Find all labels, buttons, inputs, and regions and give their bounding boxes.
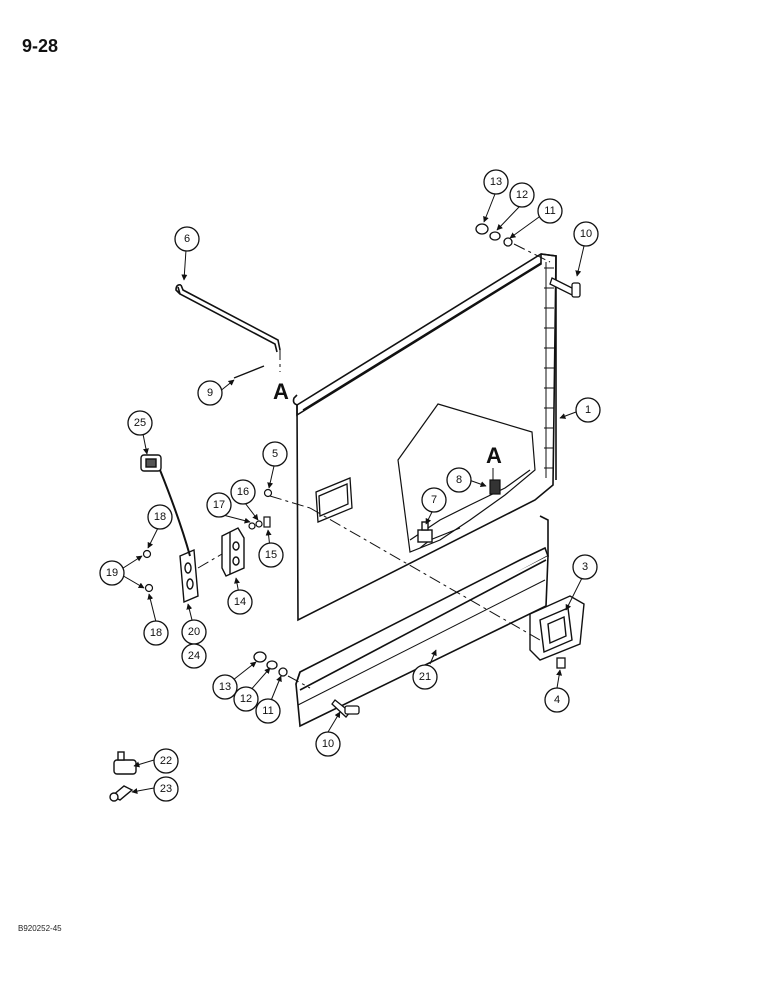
callout-8 — [446, 467, 472, 493]
callout-label: 21 — [419, 671, 431, 683]
callout-17 — [206, 492, 232, 518]
callout-label: 13 — [219, 681, 231, 693]
callout-24 — [181, 643, 207, 669]
callout-label: 23 — [160, 783, 172, 795]
callout-label: 11 — [262, 705, 273, 717]
callout-label: 6 — [184, 233, 190, 245]
callout-11-lower — [255, 698, 281, 724]
bottom-channel — [295, 515, 549, 728]
striker — [489, 479, 501, 495]
callout-label: 12 — [240, 693, 252, 705]
callout-label: 7 — [431, 494, 437, 506]
small-hardware — [142, 488, 273, 593]
cable — [159, 469, 191, 557]
callout-4 — [544, 687, 570, 713]
callout-label: 25 — [134, 417, 146, 429]
callout-label: 17 — [213, 499, 225, 511]
bolt — [233, 365, 265, 379]
latch-assembly — [417, 521, 433, 543]
callout-label: 14 — [234, 596, 246, 608]
callout-label: 5 — [272, 448, 278, 460]
callout-19 — [99, 560, 125, 586]
callout-label: 18 — [150, 627, 162, 639]
callout-14 — [227, 589, 253, 615]
latch-plate — [179, 548, 199, 604]
hinge-strip — [544, 267, 554, 469]
lock-cylinder — [140, 454, 162, 472]
callout-label: 11 — [544, 205, 555, 217]
callout-18-lower — [143, 620, 169, 646]
alignment-lines — [197, 243, 551, 689]
callout-13-upper — [483, 169, 509, 195]
callout-5 — [262, 441, 288, 467]
callout-11-upper — [537, 198, 563, 224]
callout-label: 13 — [490, 176, 502, 188]
key-and-cylinder — [109, 751, 137, 802]
callout-12-upper — [509, 182, 535, 208]
callout-label: 22 — [160, 755, 172, 767]
callout-label: 9 — [207, 387, 213, 399]
nuts-and-washers — [253, 223, 513, 677]
callout-label: 8 — [456, 474, 462, 486]
callout-label: 18 — [154, 511, 166, 523]
callout-7 — [421, 487, 447, 513]
callout-1 — [575, 397, 601, 423]
section-mark-a-lower: A — [486, 443, 502, 468]
callout-label: 1 — [585, 404, 591, 416]
callout-25 — [127, 410, 153, 436]
callout-3 — [572, 554, 598, 580]
screw — [556, 657, 566, 669]
rod — [175, 284, 281, 353]
callout-18-upper — [147, 504, 173, 530]
hinge-bracket — [221, 527, 245, 577]
callout-23 — [153, 776, 179, 802]
callout-12-lower — [233, 686, 259, 712]
lock-bracket — [529, 595, 585, 661]
callout-21 — [412, 664, 438, 690]
callout-label: 12 — [516, 189, 528, 201]
callout-9 — [197, 380, 223, 406]
callout-label: 19 — [106, 567, 118, 579]
drawing-code: B920252-45 — [18, 924, 62, 933]
callout-label: 16 — [237, 486, 249, 498]
callout-16 — [230, 479, 256, 505]
section-mark-a-upper: A — [273, 379, 289, 404]
callout-15 — [258, 542, 284, 568]
callout-label: 10 — [322, 738, 334, 750]
callout-22 — [153, 748, 179, 774]
callout-10-upper — [573, 221, 599, 247]
callout-6 — [174, 226, 200, 252]
callout-13-lower — [212, 674, 238, 700]
callout-label: 3 — [582, 561, 588, 573]
callout-label: 24 — [188, 650, 200, 662]
callout-label: 20 — [188, 626, 200, 638]
callout-label: 10 — [580, 228, 592, 240]
callout-numbers: 1 3 4 5 6 7 8 9 10 10 11 11 12 12 13 13 … — [106, 176, 592, 795]
callout-10-lower — [315, 731, 341, 757]
bolts — [331, 277, 581, 718]
callout-label: 4 — [554, 694, 560, 706]
callout-circles — [99, 169, 601, 802]
callout-label: 15 — [265, 549, 277, 561]
page-number: 9-28 — [22, 36, 59, 56]
